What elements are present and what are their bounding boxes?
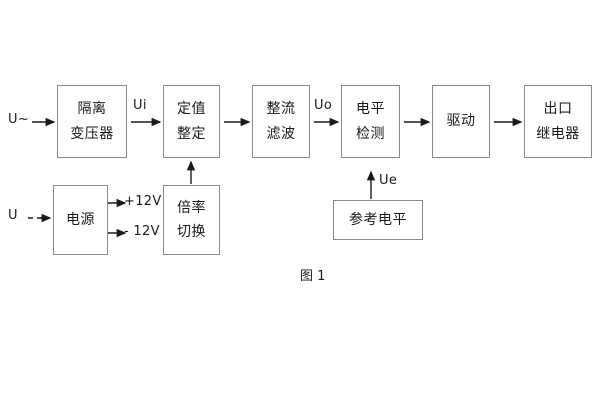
block-multiplier-switch: 倍率 切换 (163, 185, 220, 255)
block-isolation-transformer-line2: 变压器 (70, 125, 114, 142)
block-level-detect-line2: 检测 (356, 125, 385, 142)
block-setpoint-adjust-line1: 定值 (177, 101, 206, 117)
block-isolation-transformer: 隔离 变压器 (57, 85, 127, 158)
block-setpoint-adjust-line2: 整定 (177, 125, 206, 142)
block-drive-line1: 驱动 (446, 113, 476, 130)
block-multiplier-switch-line1: 倍率 (177, 199, 206, 216)
block-power-supply-line1: 电源 (66, 211, 95, 228)
figure-caption: 图 1 (300, 269, 326, 284)
label-dc-input: U (8, 208, 18, 223)
block-level-detect: 电平 检测 (341, 85, 400, 158)
label-uo: Uo (314, 98, 333, 113)
block-multiplier-switch-line2: 切换 (177, 224, 206, 240)
label-ac-input: U~ (8, 112, 30, 127)
block-power-supply: 电源 (53, 185, 108, 255)
label-plus-12v: +12V (124, 194, 162, 209)
block-output-relay-line2: 继电器 (536, 125, 580, 142)
label-ue: Ue (379, 173, 398, 188)
block-output-relay: 出口 继电器 (524, 85, 592, 158)
label-ui: Ui (133, 98, 147, 113)
block-isolation-transformer-line1: 隔离 (77, 101, 107, 117)
block-reference-level: 参考电平 (333, 200, 423, 240)
block-rectify-filter-line2: 滤波 (266, 125, 296, 142)
block-rectify-filter-line1: 整流 (266, 101, 296, 117)
block-setpoint-adjust: 定值 整定 (163, 85, 220, 158)
block-level-detect-line1: 电平 (356, 101, 385, 117)
block-rectify-filter: 整流 滤波 (252, 85, 310, 158)
block-output-relay-line1: 出口 (543, 101, 573, 117)
block-reference-level-line1: 参考电平 (349, 211, 407, 228)
label-minus-12v: - 12V (124, 224, 160, 239)
block-drive: 驱动 (432, 85, 490, 158)
